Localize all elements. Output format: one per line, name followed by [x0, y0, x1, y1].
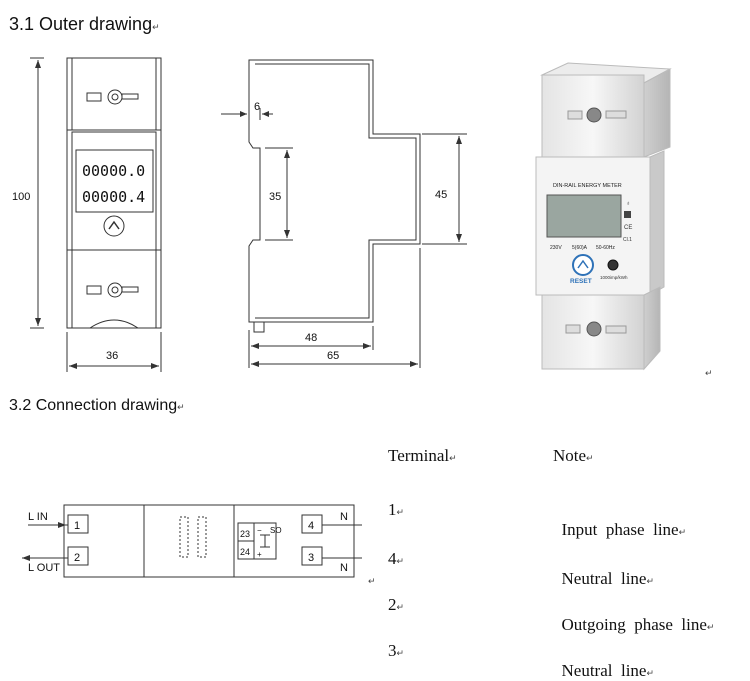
terminal-23-label: 23	[240, 529, 250, 539]
ground-symbol: ♁	[626, 201, 631, 207]
lcd-reading-line1: 00000.0	[82, 162, 145, 180]
header-text: Note	[553, 446, 587, 465]
section-heading-connection-drawing: 3.2 Connection drawing↵	[9, 397, 185, 415]
frequency-label: 50-60Hz	[596, 245, 615, 251]
table-row: 1↵	[388, 500, 404, 520]
terminal-1-label: 1	[74, 520, 80, 532]
pulse-label: 1000imp/kWh	[600, 275, 628, 280]
heading-text: 3.1 Outer drawing	[9, 14, 153, 34]
note-cell: Outgoing phase line↵	[553, 595, 715, 635]
n-bottom-label: N	[340, 562, 348, 574]
terminal-cell: 4	[388, 549, 397, 568]
dim-height-label: 100	[12, 191, 30, 203]
terminal-cell: 1	[388, 500, 397, 519]
so-plus-label: +	[257, 550, 262, 559]
dim-6-label: 6	[254, 101, 260, 113]
terminal-cell: 2	[388, 595, 397, 614]
panel-title: DIN-RAIL ENERGY METER	[553, 183, 622, 189]
paragraph-mark: ↵	[177, 402, 185, 412]
terminal-cell: 3	[388, 641, 397, 660]
paragraph-mark: ↵	[396, 602, 405, 612]
table-row: 2↵	[388, 595, 404, 615]
terminal-4-label: 4	[308, 520, 314, 532]
paragraph-mark: ↵	[396, 648, 405, 658]
class-mark: Cl.1	[623, 237, 632, 243]
note-text: Outgoing phase line	[561, 615, 707, 634]
l-out-label: L OUT	[28, 562, 60, 574]
note-text: Neutral line	[561, 661, 647, 680]
dim-35-label: 35	[269, 191, 281, 203]
current-label: 5(60)A	[572, 245, 588, 251]
paragraph-mark: ↵	[646, 668, 655, 678]
terminal-3-label: 3	[308, 552, 314, 564]
paragraph-mark: ↵	[396, 556, 405, 566]
paragraph-mark: ↵	[586, 453, 594, 463]
so-label: SO	[270, 526, 282, 535]
connection-drawing: L IN L OUT N N 1 2 4 3 23 24 − + SO	[22, 504, 362, 578]
paragraph-mark: ↵	[396, 507, 405, 517]
note-cell: Neutral line↵	[553, 549, 655, 589]
front-view-drawing: 100 36 00000.0 00000.4	[12, 57, 162, 372]
paragraph-mark: ↵	[152, 22, 160, 32]
heading-text: 3.2 Connection drawing	[9, 397, 178, 414]
n-top-label: N	[340, 511, 348, 523]
header-text: Terminal	[388, 446, 450, 465]
paragraph-mark: ↵	[706, 622, 715, 632]
table-header-terminal: Terminal↵	[388, 446, 457, 466]
section-heading-outer-drawing: 3.1 Outer drawing↵	[9, 14, 160, 35]
table-row: 3↵	[388, 641, 404, 661]
paragraph-mark: ↵	[449, 453, 457, 463]
paragraph-mark: ↵	[368, 576, 376, 586]
lcd-reading-line2: 00000.4	[82, 188, 145, 206]
note-cell: Neutral line↵	[553, 641, 655, 681]
dim-48-label: 48	[305, 332, 317, 344]
paragraph-mark: ↵	[705, 368, 713, 378]
terminal-24-label: 24	[240, 547, 250, 557]
note-text: Neutral line	[561, 569, 647, 588]
product-photo: DIN-RAIL ENERGY METER ♁ CE Cl.1 230V 5(6…	[535, 62, 672, 371]
so-minus-label: −	[257, 526, 262, 535]
voltage-label: 230V	[550, 245, 562, 251]
reset-label: RESET	[570, 278, 592, 285]
l-in-label: L IN	[28, 511, 48, 523]
dim-45-label: 45	[435, 189, 447, 201]
note-text: Input phase line	[561, 520, 679, 539]
note-cell: Input phase line↵	[553, 500, 687, 540]
dim-width-label: 36	[106, 350, 118, 362]
ce-mark: CE	[624, 225, 632, 231]
table-header-note: Note↵	[553, 446, 594, 466]
paragraph-mark: ↵	[646, 576, 655, 586]
terminal-2-label: 2	[74, 552, 80, 564]
paragraph-mark: ↵	[678, 527, 687, 537]
dim-65-label: 65	[327, 350, 339, 362]
side-view-drawing: 6 35 45 48 65	[221, 59, 467, 368]
table-row: 4↵	[388, 549, 404, 569]
